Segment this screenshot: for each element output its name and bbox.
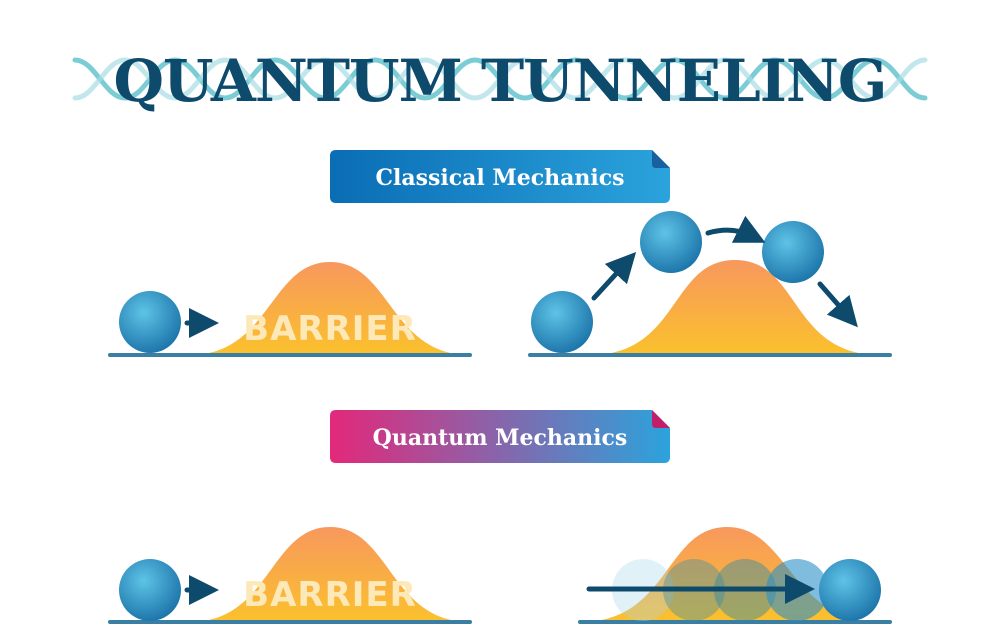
particle-ball [119, 559, 181, 621]
arrow-icon [817, 281, 858, 328]
classical-blocked-scene: BARRIER [108, 262, 472, 357]
arrow-icon [591, 251, 637, 301]
barrier [190, 527, 470, 622]
particle-ball [762, 221, 824, 283]
particle-ball [531, 291, 593, 353]
classical-mechanics-label: Classical Mechanics [375, 165, 624, 191]
classical-mechanics-badge: Classical Mechanics [330, 150, 670, 203]
particle-ball [640, 211, 702, 273]
quantum-mechanics-label: Quantum Mechanics [373, 425, 628, 451]
wave-decoration [72, 57, 928, 101]
barrier [590, 260, 880, 355]
quantum-approach-scene: BARRIER [108, 527, 472, 624]
classical-over-barrier-scene [528, 211, 892, 357]
barrier-label: BARRIER [243, 575, 417, 615]
barrier-label: BARRIER [243, 309, 417, 349]
arrow-icon [705, 215, 766, 243]
barrier [190, 262, 470, 355]
quantum-mechanics-badge: Quantum Mechanics [330, 410, 670, 463]
particle-ball [119, 291, 181, 353]
particle-ball [819, 559, 881, 621]
title: QUANTUM TUNNELING [114, 47, 887, 115]
quantum-tunneling-scene [578, 527, 892, 624]
